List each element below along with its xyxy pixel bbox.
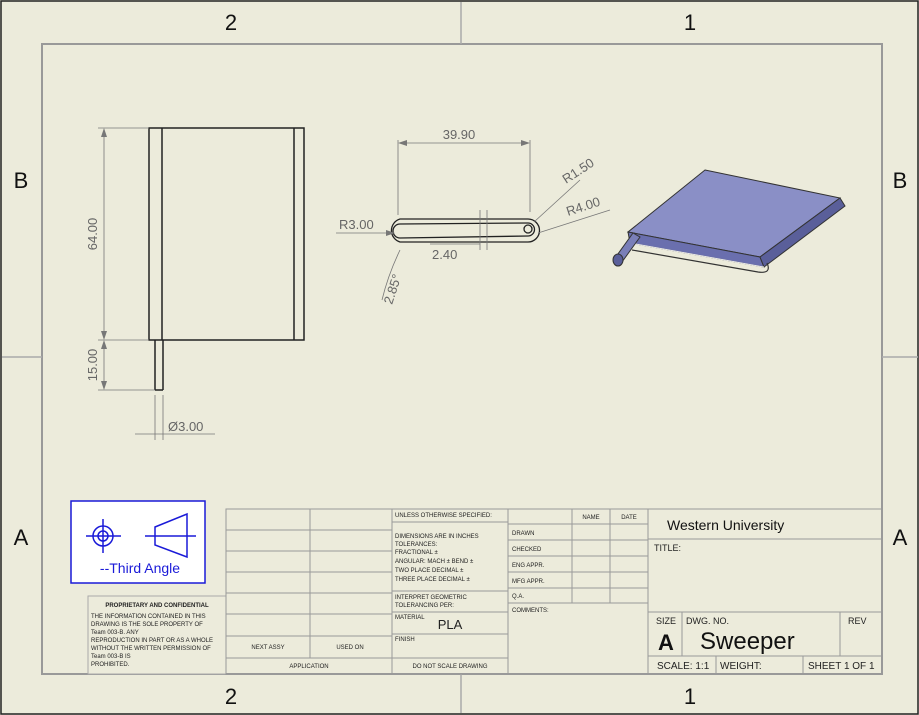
sign-row-checked: CHECKED: [512, 547, 542, 553]
projection-label: --Third Angle: [100, 560, 180, 576]
next-assy-label: NEXT ASSY: [251, 645, 284, 651]
size-value: A: [658, 630, 674, 655]
third-angle-projection-box: --Third Angle: [70, 500, 206, 584]
zone-label-bottom-2: 2: [225, 684, 237, 709]
dim-diameter-rod: Ø3.00: [168, 419, 203, 434]
used-on-label: USED ON: [336, 645, 363, 651]
tolerance-line: DIMENSIONS ARE IN INCHES: [395, 534, 479, 540]
title-block: [225, 508, 883, 675]
scale-label: SCALE: 1:1: [657, 661, 710, 672]
application-label: APPLICATION: [289, 664, 328, 670]
title-label: TITLE:: [654, 543, 681, 553]
front-view[interactable]: 64.00 15.00 Ø3.00: [85, 127, 305, 440]
projection-circle-icon: [86, 519, 121, 553]
dwg-no-value: Sweeper: [700, 628, 795, 655]
zone-label-left-a: A: [14, 525, 29, 550]
dim-height-rod: 15.00: [85, 349, 100, 382]
proprietary-line: REPRODUCTION IN PART OR AS A WHOLE: [91, 638, 213, 644]
proprietary-line: DRAWING IS THE SOLE PROPERTY OF: [91, 622, 203, 628]
dim-height-body: 64.00: [85, 218, 100, 251]
dim-radius-left: R3.00: [339, 217, 374, 232]
dim-thickness: 2.40: [432, 247, 457, 262]
name-header: NAME: [582, 515, 599, 521]
company-name: Western University: [667, 517, 784, 533]
zone-label-bottom-1: 1: [684, 684, 696, 709]
finish-label: FINISH: [395, 637, 415, 643]
comments-label: COMMENTS:: [512, 608, 549, 614]
interpret-line: TOLERANCING PER:: [395, 603, 454, 609]
isometric-view[interactable]: [612, 169, 846, 273]
sheet-label: SHEET 1 OF 1: [808, 661, 875, 672]
sign-row-drawn: DRAWN: [512, 531, 534, 537]
proprietary-notice: PROPRIETARY AND CONFIDENTIAL THE INFORMA…: [87, 595, 227, 675]
rev-label: REV: [848, 616, 867, 626]
proprietary-heading: PROPRIETARY AND CONFIDENTIAL: [105, 603, 209, 609]
dim-width: 39.90: [443, 127, 476, 142]
zone-label-right-b: B: [893, 168, 908, 193]
proprietary-line: Team 003-B IS: [91, 654, 131, 660]
zone-label-top-2: 2: [225, 10, 237, 35]
sign-row-qa: Q.A.: [512, 594, 524, 600]
material-value: PLA: [438, 617, 463, 632]
size-label: SIZE: [656, 616, 676, 626]
proprietary-line: THE INFORMATION CONTAINED IN THIS: [91, 614, 206, 620]
dwg-no-label: DWG. NO.: [686, 616, 729, 626]
sign-row-eng-appr: ENG APPR.: [512, 563, 545, 569]
tolerance-line: TWO PLACE DECIMAL ±: [395, 568, 464, 574]
proprietary-line: Team 003-B. ANY: [91, 630, 139, 636]
tolerance-line: THREE PLACE DECIMAL ±: [395, 577, 470, 583]
sign-row-mfg-appr: MFG APPR.: [512, 579, 545, 585]
weight-label: WEIGHT:: [720, 661, 762, 672]
zone-label-left-b: B: [14, 168, 29, 193]
proprietary-line: PROHIBITED.: [91, 662, 130, 668]
material-label: MATERIAL: [395, 615, 425, 621]
zone-label-top-1: 1: [684, 10, 696, 35]
proprietary-line: WITHOUT THE WRITTEN PERMISSION OF: [91, 646, 211, 652]
tolerance-line: FRACTIONAL ±: [395, 550, 438, 556]
projection-frustum-icon: [145, 512, 196, 559]
tolerance-line: TOLERANCES:: [395, 542, 438, 548]
unless-specified-label: UNLESS OTHERWISE SPECIFIED:: [395, 513, 492, 519]
tolerance-line: ANGULAR: MACH ± BEND ±: [395, 559, 474, 565]
interpret-line: INTERPRET GEOMETRIC: [395, 595, 468, 601]
do-not-scale-label: DO NOT SCALE DRAWING: [412, 664, 487, 670]
zone-label-right-a: A: [893, 525, 908, 550]
date-header: DATE: [621, 515, 637, 521]
